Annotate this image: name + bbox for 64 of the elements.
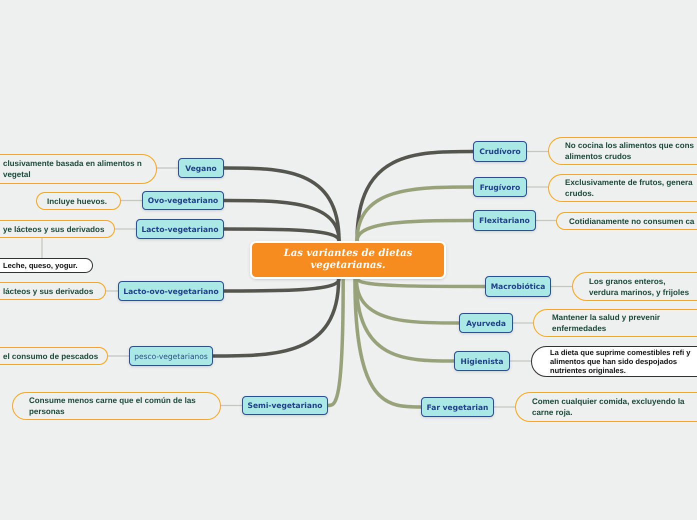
note-pill (515, 392, 697, 422)
topic-box (473, 210, 536, 231)
connector-line (120, 200, 143, 202)
note-pill (12, 392, 221, 420)
node-label: el consumo de pescados (3, 350, 100, 362)
connector-line (114, 228, 137, 230)
topic-box (459, 313, 513, 333)
note-pill (572, 272, 697, 301)
connector-line (493, 406, 516, 408)
branch-connector (355, 218, 475, 243)
note-pill (531, 346, 697, 377)
connector-line (512, 322, 534, 324)
connector-line (220, 404, 243, 406)
topic-box (473, 141, 527, 162)
note-pill (0, 282, 106, 300)
connector-line (41, 237, 43, 259)
connector-line (550, 286, 573, 288)
node-label: Exclusivamente de frutos, genera crudos. (565, 177, 694, 199)
branch-connector (211, 277, 340, 358)
topic-box (242, 396, 328, 415)
topic-box (136, 219, 224, 239)
connector-line (526, 186, 549, 188)
branch-connector (353, 277, 423, 409)
note-pill (548, 137, 697, 165)
note-pill (36, 192, 121, 210)
connector-line (535, 220, 557, 222)
node-label: No cocina los alimentos que cons alimentos crudos (565, 140, 695, 162)
node-label: clusivamente basada en alimentos n vegetal (3, 158, 143, 180)
topic-box (118, 281, 224, 301)
branch-connector (222, 166, 341, 243)
central-topic-box (250, 241, 446, 279)
node-label: Mantener la salud y prevenir enfermedades (552, 312, 662, 334)
topic-box (485, 276, 551, 297)
connector-line (526, 150, 549, 152)
note-pill (548, 174, 697, 202)
topic-box (473, 177, 527, 197)
topic-box (421, 397, 494, 417)
node-label: Incluye huevos. (47, 196, 108, 206)
note-pill (0, 258, 93, 273)
note-pill (556, 212, 697, 230)
node-label: ye lácteos y sus derivados (3, 224, 106, 234)
connector-line (105, 290, 119, 292)
branch-connector (356, 277, 487, 288)
topic-box (178, 158, 224, 178)
node-label: Las variantes de dietas vegetarianas. (282, 248, 414, 272)
node-label: lácteos y sus derivados (3, 286, 94, 296)
node-label: Los granos enteros, verdura marinos, y frijoles (589, 276, 690, 298)
note-pill (0, 220, 115, 238)
note-pill (0, 347, 108, 365)
branch-connector (222, 227, 341, 243)
connector-line (156, 167, 179, 169)
note-pill (0, 154, 157, 184)
branch-connector (326, 277, 345, 408)
connector-line (509, 360, 532, 362)
topic-box (454, 351, 510, 371)
topic-box (142, 191, 224, 210)
branch-connector (222, 277, 341, 293)
branch-connector (222, 198, 341, 243)
node-label: Consume menos carne que el común de las personas (29, 395, 197, 417)
topic-box (129, 346, 213, 366)
note-pill (533, 309, 697, 337)
node-label: Comen cualquier comida, excluyendo la carne roja. (532, 396, 686, 418)
connector-line (107, 355, 130, 357)
node-label: Cotidianamente no consumen ca (569, 216, 696, 226)
